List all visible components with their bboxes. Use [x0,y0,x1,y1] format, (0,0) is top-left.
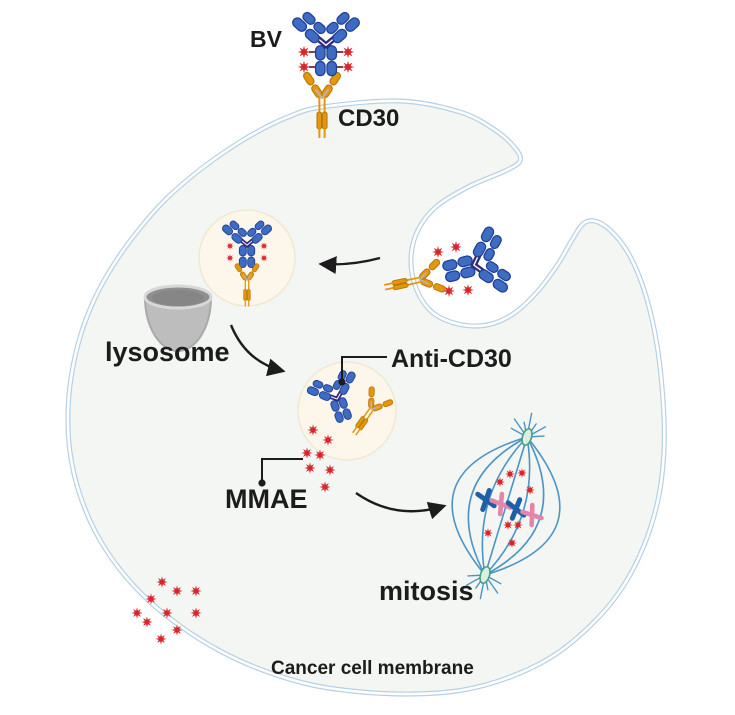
mmae-star-icon [131,607,142,618]
mmae-star-icon [432,246,444,258]
mmae-star-icon [342,61,355,74]
mmae-star-icon [141,616,152,627]
mmae-star-icon [155,633,166,644]
mmae-star-icon [450,241,462,253]
mmae-star-icon [517,468,527,478]
lysosome-label: lysosome [105,337,230,368]
mmae-star-icon [505,469,515,479]
mmae-star-icon [298,61,311,74]
mmae-star-icon [483,528,493,538]
bv-label: BV [250,26,282,52]
anti-cd30-label: Anti-CD30 [391,345,512,374]
endosome-vesicle-1 [199,210,295,306]
endosome-vesicle-2 [298,362,396,460]
mmae-star-icon [525,485,535,495]
mmae-stars-on-bv [298,46,355,74]
mmae-star-icon [298,46,311,59]
mmae-star-icon [513,520,523,530]
cancer-cell-membrane-label: Cancer cell membrane [271,658,474,680]
mmae-star-icon [342,46,355,59]
mitosis-label: mitosis [379,576,474,607]
mmae-star-icon [462,284,474,296]
cd30-label: CD30 [338,105,399,133]
mmae-star-icon [495,477,505,487]
mmae-label: MMAE [225,484,308,515]
mmae-star-icon [507,538,517,548]
